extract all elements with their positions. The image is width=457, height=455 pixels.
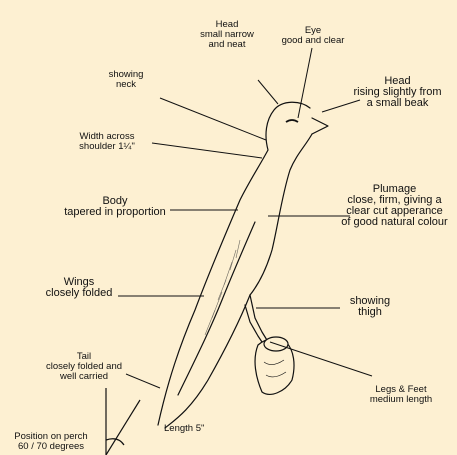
- label-body: Body tapered in proportion: [56, 196, 174, 218]
- label-length: Length 5": [164, 424, 234, 434]
- leader-neck: [160, 98, 266, 140]
- bird-outline-front: [250, 134, 312, 295]
- label-eye: Eye good and clear: [268, 26, 358, 46]
- label-thigh: showing thigh: [340, 296, 400, 318]
- perch-angle: [106, 388, 140, 455]
- label-legs: Legs & Feet medium length: [356, 385, 446, 405]
- label-head-top: Head small narrow and neat: [182, 20, 272, 50]
- bird-leg: [250, 295, 270, 345]
- bird-wing: [165, 295, 250, 428]
- label-head-right: Head rising slightly from a small beak: [340, 76, 455, 109]
- label-plumage: Plumage close, firm, giving a clear cut …: [333, 184, 456, 228]
- label-tail: Tail closely folded and well carried: [30, 352, 138, 382]
- bird-beak: [312, 118, 328, 134]
- label-width: Width across shoulder 1¼": [62, 132, 152, 152]
- label-perch: Position on perch 60 / 70 degrees: [2, 432, 100, 452]
- perch: [255, 337, 294, 394]
- bird-eye: [286, 120, 298, 122]
- leader-width: [152, 143, 262, 158]
- label-neck: showing neck: [96, 70, 156, 90]
- bird-wing-inner: [178, 222, 255, 395]
- label-wings: Wings closely folded: [38, 277, 120, 299]
- leader-head-top: [258, 80, 278, 104]
